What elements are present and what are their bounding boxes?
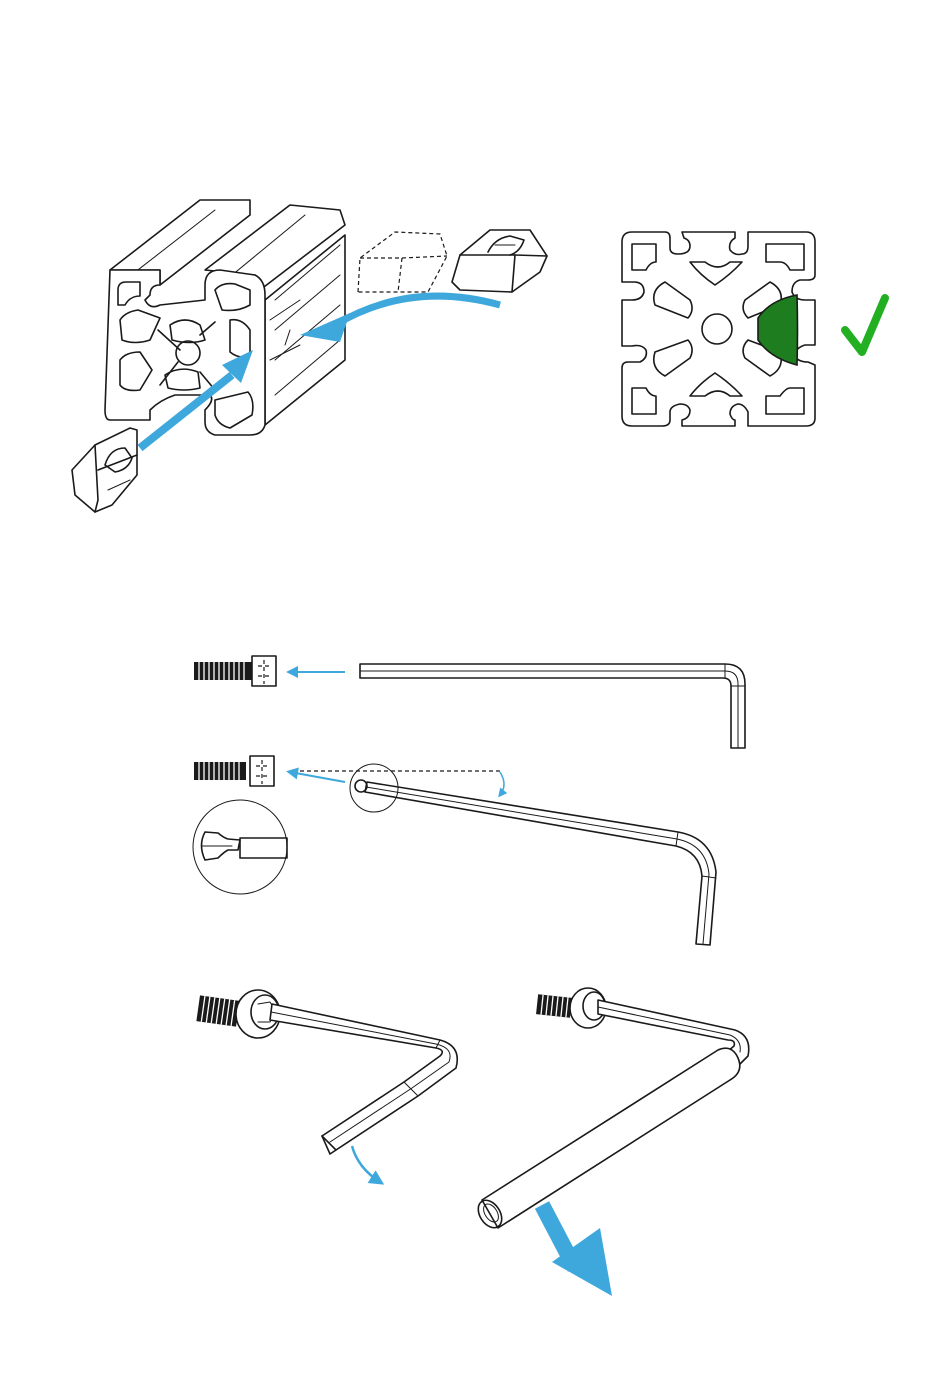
cap-screw-icon-4 xyxy=(536,988,606,1028)
extension-tube-icon xyxy=(473,1048,739,1232)
cap-screw-icon-3 xyxy=(196,990,280,1038)
checkmark-icon xyxy=(845,298,885,352)
insert-arrow-upper xyxy=(335,296,500,325)
profile-section-panel xyxy=(622,232,885,426)
t-nut-ghost-icon xyxy=(358,232,447,292)
cap-screw-icon-2 xyxy=(194,756,274,786)
hex-key-ball-end-panel xyxy=(193,756,716,945)
tightening-by-hand-panel xyxy=(196,990,457,1182)
aluminium-profile-icon xyxy=(105,200,345,435)
tightening-with-extension-panel xyxy=(473,988,748,1296)
hex-key-icon xyxy=(360,664,745,748)
hex-key-straight-panel xyxy=(194,656,745,748)
turn-arrow-icon xyxy=(352,1146,380,1182)
ball-end-hex-key-icon xyxy=(355,780,716,945)
t-nut-icon xyxy=(452,230,547,292)
tilt-arrow xyxy=(500,772,504,795)
insert-arrow-2 xyxy=(290,772,345,782)
cap-screw-icon xyxy=(194,656,276,686)
detail-magnifier-icon xyxy=(193,800,287,894)
force-arrow-icon xyxy=(542,1205,612,1296)
profile-insertion-panel xyxy=(72,200,547,512)
hex-key-icon-2 xyxy=(270,1004,457,1154)
t-nut-lower-icon xyxy=(72,428,137,512)
